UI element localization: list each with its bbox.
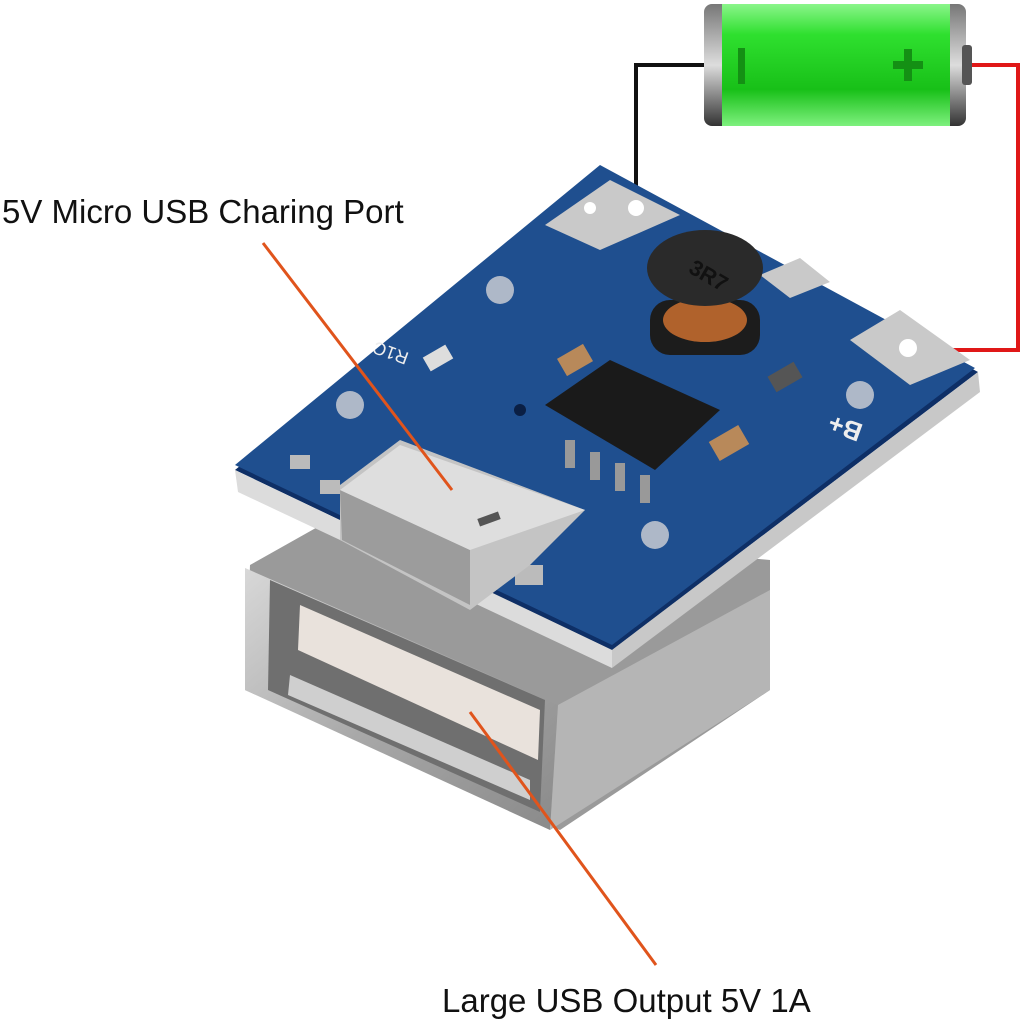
micro-usb-port: [340, 440, 585, 610]
negative-wire: [634, 63, 708, 208]
inductor: 3R7: [647, 230, 763, 355]
ic-chip: [545, 360, 720, 503]
positive-wire: [920, 63, 1020, 352]
usb-output-label: Large USB Output 5V 1A: [442, 982, 811, 1019]
usb-output-pointer: [468, 711, 658, 966]
micro-usb-label: 5V Micro USB Charing Port: [2, 193, 404, 230]
battery-icon: [704, 4, 972, 126]
micro-usb-pointer: [261, 242, 454, 491]
